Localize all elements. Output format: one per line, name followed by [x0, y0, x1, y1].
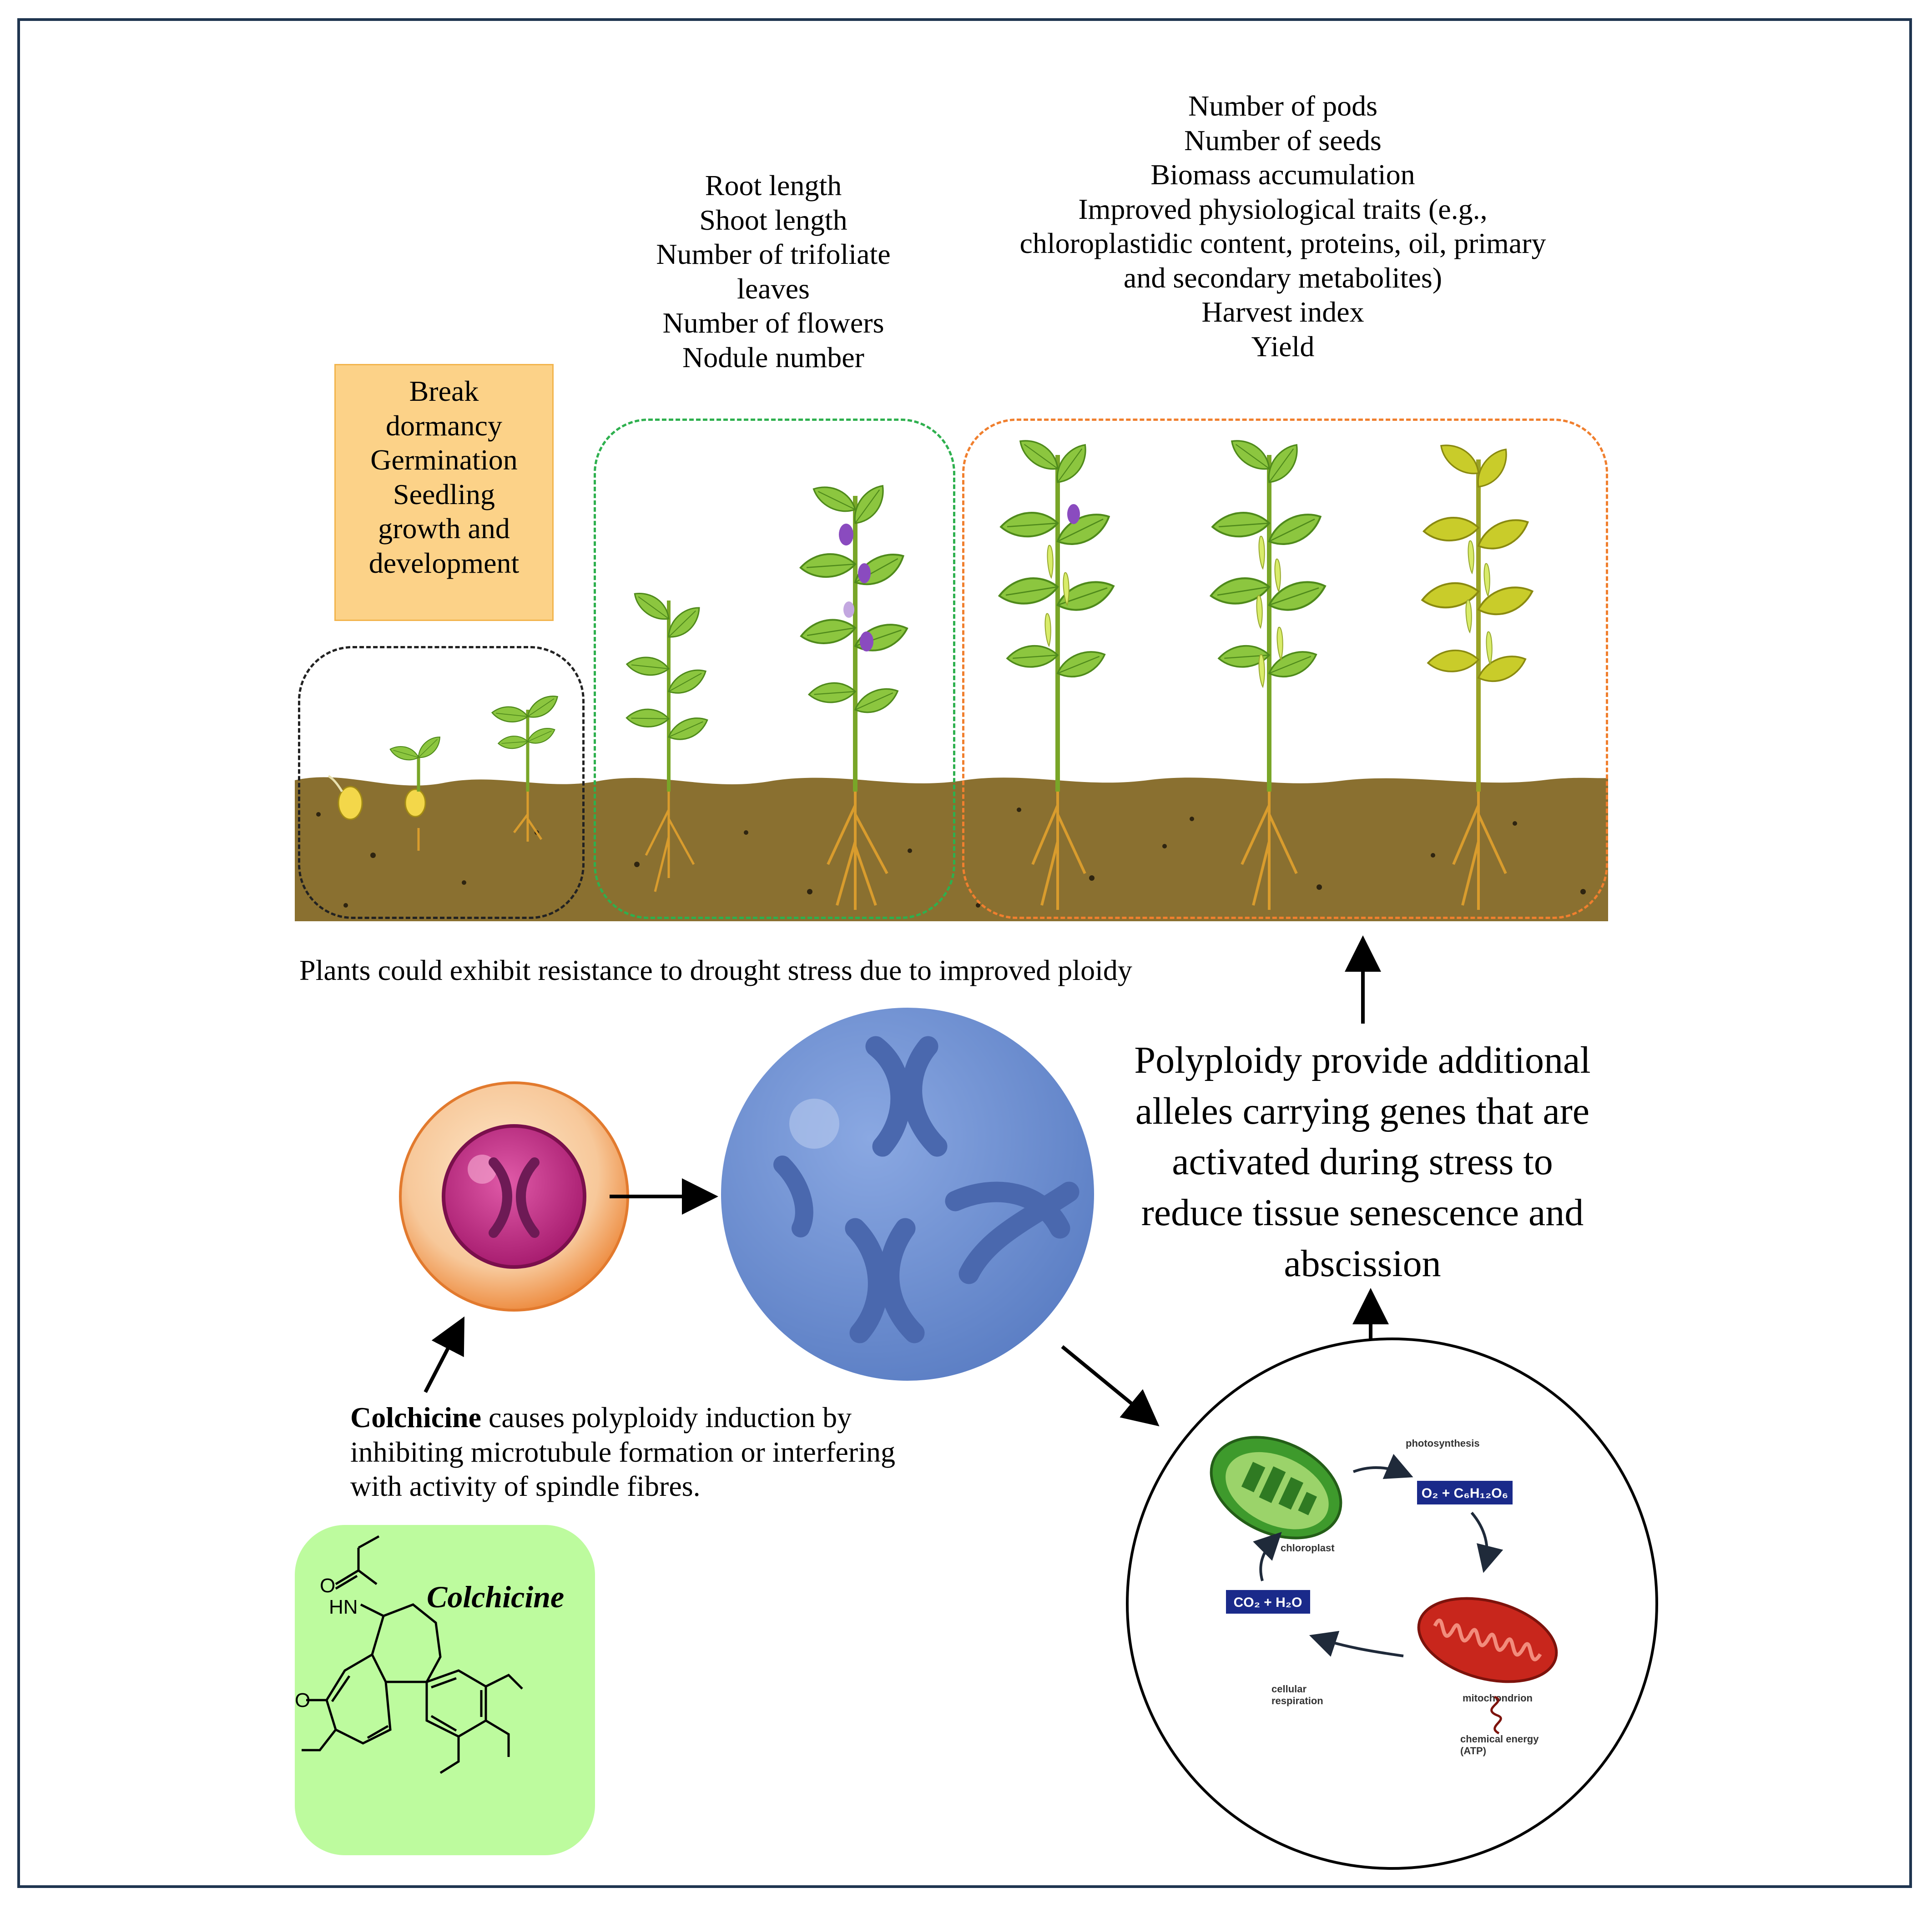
respiration-arrow — [1309, 1630, 1404, 1657]
stage3-line: Number of pods — [1188, 90, 1377, 122]
colchicine-structure-box — [295, 1525, 595, 1855]
stage3-line: and secondary metabolites) — [1123, 261, 1443, 294]
stage3-line: Yield — [1251, 330, 1315, 363]
reactants-label: CO₂ + H₂O — [1234, 1595, 1302, 1610]
stage3-line: Biomass accumulation — [1150, 158, 1415, 191]
stage1-frame — [298, 646, 585, 919]
products-to-mito-arrow — [1470, 1512, 1503, 1573]
polyploid-to-cycle-arrow — [1061, 1345, 1160, 1427]
polyploidy-note: Polyploidy provide additional alleles ca… — [1087, 1035, 1638, 1289]
stage1-line: Break — [409, 375, 479, 407]
stage3-line: Harvest index — [1201, 296, 1364, 328]
photosynthesis-arrow — [1352, 1454, 1413, 1479]
colchicine-arrow — [424, 1316, 465, 1393]
mature-plant — [1211, 430, 1327, 910]
stage2-line: Root length — [705, 169, 842, 202]
colchicine-note: Colchicine causes polyploidy induction b… — [350, 1400, 895, 1504]
stage2-line: Number of flowers — [662, 307, 884, 339]
stage3-line: Number of seeds — [1184, 124, 1382, 156]
podding-plant — [999, 430, 1115, 910]
colchicine-line3: with activity of spindle fibres. — [350, 1470, 701, 1503]
stage1-label: Break dormancy Germination Seedling grow… — [334, 374, 554, 580]
chloroplast-illustration — [1210, 1436, 1342, 1540]
drought-note: Plants could exhibit resistance to droug… — [299, 954, 1132, 986]
stage2-line: Shoot length — [699, 203, 847, 236]
stage2-frame — [594, 419, 955, 919]
stage3-label: Number of pods Number of seeds Biomass a… — [964, 89, 1601, 363]
young-plant — [490, 692, 563, 842]
polyploidy-line: Polyploidy provide additional — [1134, 1039, 1591, 1081]
energy-cycle: O₂ + C₆H₁₂O₆ CO₂ + H₂O photosynthesis ch… — [1210, 1436, 1558, 1757]
stage3-line: Improved physiological traits (e.g., — [1078, 192, 1488, 225]
polyploidy-line: reduce tissue senescence and — [1141, 1191, 1584, 1234]
flowering-plant — [798, 476, 910, 910]
polyploidy-line: alleles carrying genes that are — [1135, 1090, 1590, 1132]
ketone-oxygen-atom: O — [295, 1689, 310, 1711]
germinating-seed — [328, 775, 363, 820]
stage2-label: Root length Shoot length Number of trifo… — [591, 168, 955, 374]
germination-box — [334, 364, 554, 621]
products-box — [1417, 1481, 1513, 1504]
diploid-cell — [399, 1081, 629, 1312]
colchicine-line1: causes polyploidy induction by — [481, 1401, 852, 1434]
polyploidy-line: activated during stress to — [1172, 1141, 1553, 1183]
chloroplast-label: chloroplast — [1281, 1542, 1335, 1554]
colchicine-structure: O HN O — [295, 1535, 523, 1774]
stage3-line: chloroplastidic content, proteins, oil, … — [1019, 227, 1546, 260]
stage2-line: Nodule number — [682, 341, 864, 374]
stage2-line: leaves — [737, 272, 810, 305]
oxygen-atom-top: O — [320, 1575, 335, 1597]
senescing-plant — [1422, 434, 1534, 910]
vegetative-plant — [625, 583, 711, 892]
structure-title: Colchicine — [427, 1580, 565, 1614]
seedling — [388, 734, 446, 851]
stage2-line: Number of trifoliate — [656, 238, 891, 271]
energy-cycle-circle — [1126, 1338, 1658, 1870]
polyploid-cell — [721, 1008, 1094, 1381]
stage1-line: development — [368, 546, 520, 579]
stage1-line: growth and — [378, 512, 510, 545]
stage1-line: Seedling — [393, 478, 495, 510]
stage3-frame — [962, 419, 1608, 919]
reactants-to-chloro-arrow — [1253, 1532, 1282, 1581]
cellular-label: cellular — [1271, 1683, 1306, 1695]
atp-label: (ATP) — [1460, 1745, 1486, 1757]
mitochondrion-illustration — [1417, 1597, 1558, 1683]
hn-atom: HN — [329, 1596, 358, 1618]
stage1-line: dormancy — [386, 409, 502, 442]
chemical-energy-label: chemical energy — [1460, 1733, 1539, 1745]
colchicine-line2: inhibiting microtubule formation or inte… — [350, 1435, 895, 1468]
stage1-line: Germination — [370, 444, 518, 476]
atp-squiggle — [1490, 1696, 1502, 1735]
respiration-label: respiration — [1271, 1695, 1323, 1706]
products-label: O₂ + C₆H₁₂O₆ — [1422, 1486, 1508, 1501]
figure-frame — [17, 18, 1912, 1888]
reactants-box — [1226, 1590, 1310, 1614]
photosynthesis-label: photosynthesis — [1406, 1438, 1480, 1449]
polyploidy-line: abscission — [1284, 1242, 1441, 1285]
colchicine-bold: Colchicine — [350, 1401, 481, 1434]
